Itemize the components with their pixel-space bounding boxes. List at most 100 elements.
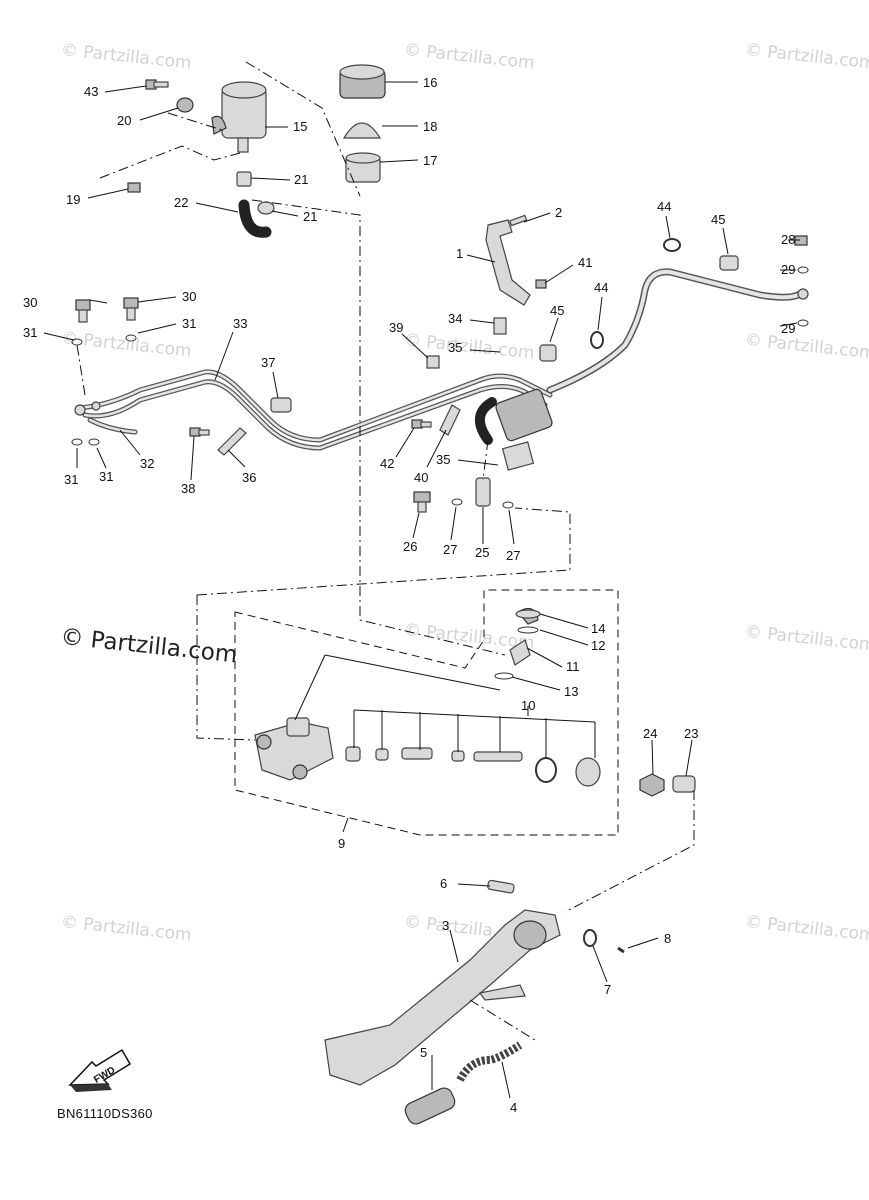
callout-27-right: 27 (506, 548, 520, 563)
callout-20: 20 (117, 113, 131, 128)
callout-28: 28 (781, 232, 795, 247)
kit-part-d (451, 750, 465, 762)
callout-13: 13 (564, 684, 578, 699)
callout-42: 42 (380, 456, 394, 471)
reservoir-15-top (221, 81, 267, 99)
callout-19: 19 (66, 192, 80, 207)
pipe-union-left (74, 404, 86, 416)
callout-26: 26 (403, 539, 417, 554)
bolt-30-right (123, 297, 139, 309)
callout-44-lower: 44 (594, 280, 608, 295)
bolt-2 (509, 214, 528, 227)
kit-9-outline (234, 589, 619, 836)
spring-4 (456, 1041, 523, 1082)
washer-31-d (88, 438, 100, 446)
callout-31-upper-right: 31 (182, 316, 196, 331)
callout-24: 24 (643, 726, 657, 741)
callout-15: 15 (293, 119, 307, 134)
callout-29-lower: 29 (781, 321, 795, 336)
callout-30-left: 30 (23, 295, 37, 310)
washer-27-b (502, 501, 514, 509)
reservoir-15-outlet (237, 137, 249, 153)
washer-31-a (71, 338, 83, 346)
brake-pipes (74, 268, 809, 471)
callout-37: 37 (261, 355, 275, 370)
callout-31-lower-left: 31 (64, 472, 78, 487)
callout-8: 8 (664, 931, 671, 946)
pin-6 (487, 879, 515, 894)
callout-40: 40 (414, 470, 428, 485)
joint-block (495, 388, 553, 442)
fwd-arrow: FWD (68, 1048, 132, 1092)
callout-33: 33 (233, 316, 247, 331)
cotter-pin-8 (617, 946, 625, 954)
hose-union (797, 288, 809, 300)
callout-31-upper-left: 31 (23, 325, 37, 340)
nut-24 (639, 773, 665, 797)
bolt-41 (535, 279, 547, 289)
joint-block-lower (501, 441, 535, 471)
callout-39: 39 (389, 320, 403, 335)
fwd-arrow-icon (68, 1048, 132, 1086)
clamp-44-b (590, 331, 604, 349)
bolt-26 (413, 491, 431, 503)
callout-10: 10 (521, 698, 535, 713)
callout-35-upper: 35 (448, 340, 462, 355)
callout-7: 7 (604, 982, 611, 997)
bracket-1 (485, 219, 531, 306)
cap-16-top (339, 64, 385, 80)
callout-44-upper: 44 (657, 199, 671, 214)
washer-29-b (797, 319, 809, 327)
bolt-19 (127, 182, 141, 193)
hose-loop (475, 397, 497, 445)
kit-part-e (473, 751, 523, 762)
reservoir-group (127, 64, 386, 238)
callout-9: 9 (338, 836, 345, 851)
pedal-rubber-5 (404, 1087, 456, 1125)
washer-29-a (797, 266, 809, 274)
master-cylinder-inlet (286, 717, 310, 737)
kit-part-a (345, 746, 361, 762)
callout-18: 18 (423, 119, 437, 134)
clip-39 (426, 355, 440, 369)
callout-29-upper: 29 (781, 262, 795, 277)
assembly-lines (76, 61, 695, 1041)
washer-31-b (125, 334, 137, 342)
washer-31-c (71, 438, 83, 446)
callout-45-left: 45 (550, 303, 564, 318)
callout-45-right: 45 (711, 212, 725, 227)
part-14 (515, 609, 541, 619)
joint-11 (509, 639, 531, 666)
diagram-code: BN61110DS360 (57, 1106, 153, 1121)
clamp-44-a (663, 238, 681, 252)
callout-17: 17 (423, 153, 437, 168)
holder-17-top (345, 152, 381, 164)
clamp-45-a (539, 344, 557, 362)
reservoir-15-bracket (211, 115, 227, 135)
clip-37 (270, 397, 292, 413)
washer-7 (583, 929, 597, 947)
union-bolt-25 (475, 477, 491, 507)
callout-5: 5 (420, 1045, 427, 1060)
callout-14: 14 (591, 621, 605, 636)
hose-22 (238, 199, 272, 238)
bolt-30-left (75, 299, 91, 311)
pedal-group (324, 879, 625, 1125)
callout-16: 16 (423, 75, 437, 90)
boot (575, 757, 601, 787)
callout-32: 32 (140, 456, 154, 471)
callout-6: 6 (440, 876, 447, 891)
callout-21-lower: 21 (303, 209, 317, 224)
kit-part-c (401, 747, 433, 760)
callout-30-right: 30 (182, 289, 196, 304)
callout-25: 25 (475, 545, 489, 560)
callout-21-upper: 21 (294, 172, 308, 187)
clamp-45-b (719, 255, 739, 271)
callout-3: 3 (442, 918, 449, 933)
grommet-20 (176, 97, 194, 113)
callout-27-left: 27 (443, 542, 457, 557)
diaphragm-18 (342, 122, 382, 139)
bolt-43-shank (153, 81, 169, 88)
master-cylinder-group (254, 607, 696, 797)
callout-34: 34 (448, 311, 462, 326)
